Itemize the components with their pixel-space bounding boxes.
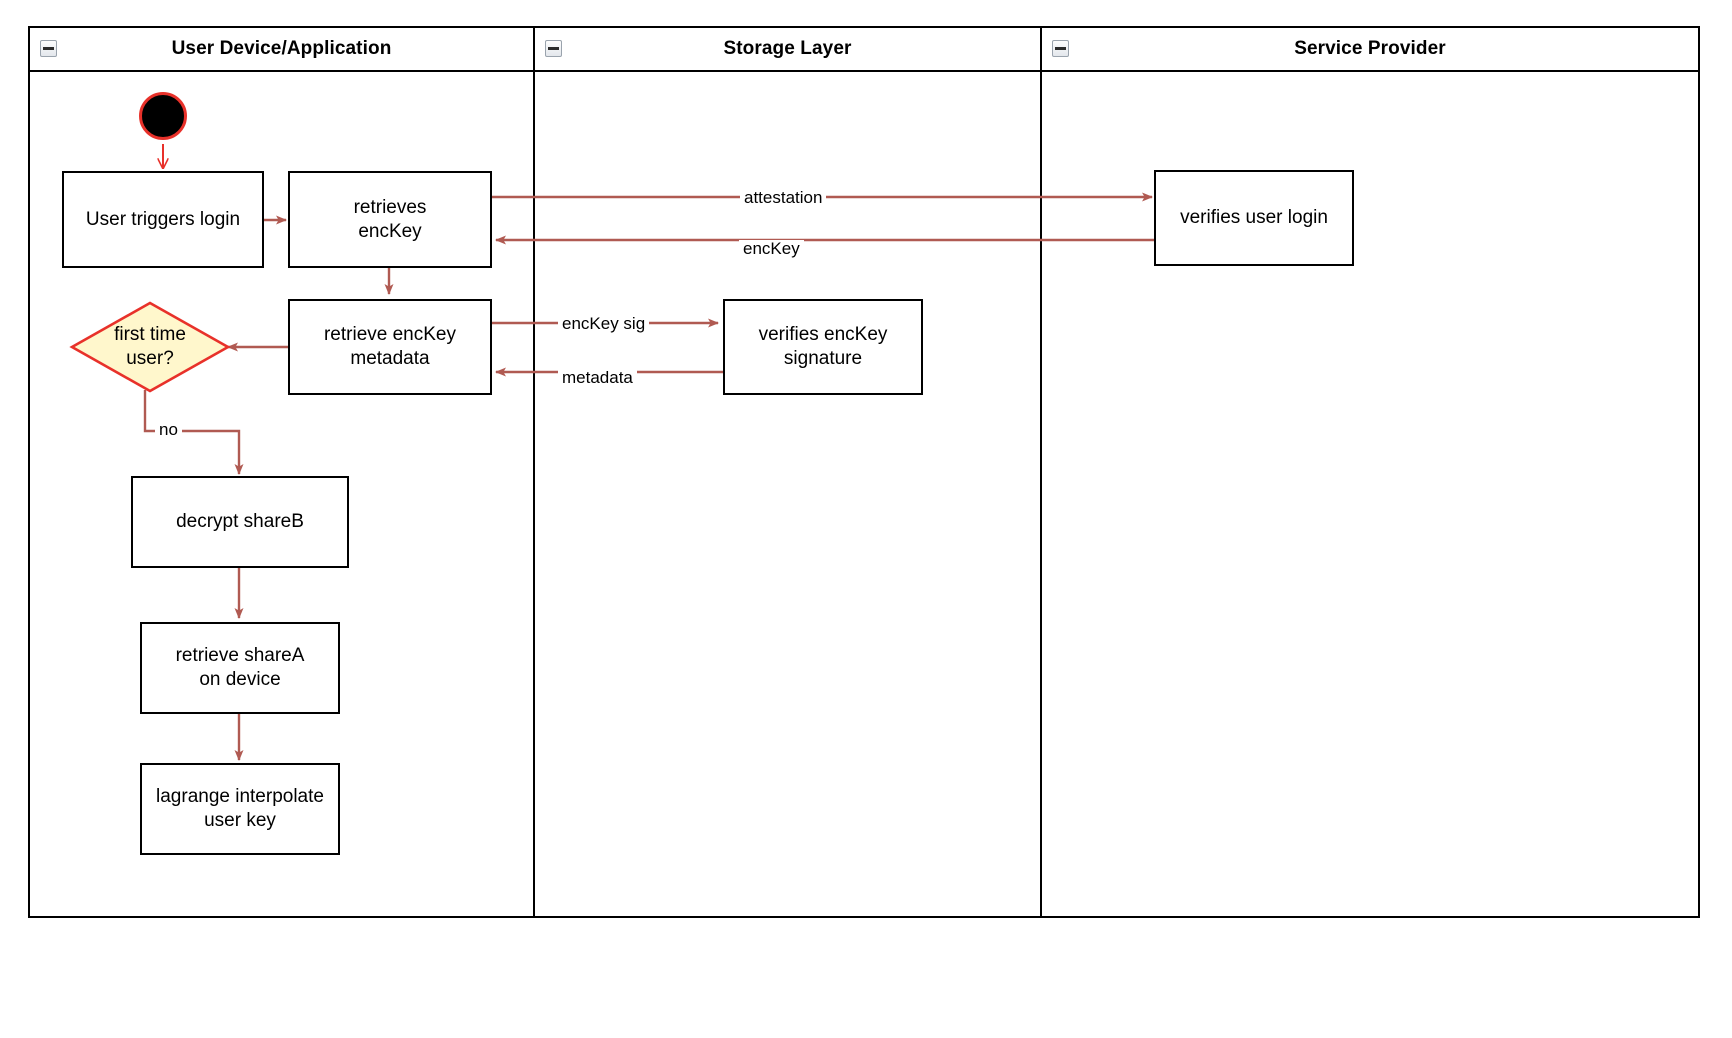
collapse-minus-icon[interactable]	[1052, 40, 1069, 57]
node-label-line1: lagrange interpolate	[156, 786, 324, 808]
node-lagrange-interpolate-user-key[interactable]: lagrange interpolate user key	[140, 763, 340, 855]
edge-label-attestation: attestation	[740, 189, 827, 206]
decision-label-line1: first time	[114, 324, 186, 346]
node-verifies-enckey-signature[interactable]: verifies encKey signature	[723, 299, 923, 395]
node-label-line1: retrieve encKey	[323, 324, 456, 346]
node-label: verifies user login	[1180, 207, 1328, 229]
node-label-line2: metadata	[350, 348, 430, 369]
start-node[interactable]	[139, 92, 187, 140]
node-verifies-user-login[interactable]: verifies user login	[1154, 170, 1354, 266]
edge-label-enckey-sig: encKey sig	[558, 315, 650, 332]
node-retrieve-enckey-metadata[interactable]: retrieve encKey metadata	[288, 299, 492, 395]
swimlane-title-user-device: User Device/Application	[171, 38, 392, 59]
node-label: decrypt shareB	[176, 511, 304, 533]
swimlane-header-user-device: User Device/Application	[30, 28, 533, 72]
swimlane-title-storage-layer: Storage Layer	[723, 38, 852, 59]
swimlane-title-service-provider: Service Provider	[1294, 38, 1446, 59]
node-label-line2: signature	[783, 348, 863, 369]
node-label-line1: retrieve shareA	[175, 645, 305, 667]
edge-label-enckey: encKey	[739, 240, 804, 257]
node-label-line2: on device	[199, 669, 281, 690]
swimlane-user-device[interactable]: User Device/Application	[30, 28, 533, 916]
edge-label-no: no	[155, 421, 182, 438]
swimlane-storage-layer[interactable]: Storage Layer	[533, 28, 1040, 916]
node-label-line2: user key	[204, 810, 276, 831]
edge-label-metadata: metadata	[558, 369, 637, 386]
node-retrieves-enckey[interactable]: retrieves encKey	[288, 171, 492, 268]
node-retrieve-sharea-on-device[interactable]: retrieve shareA on device	[140, 622, 340, 714]
node-label: User triggers login	[85, 208, 241, 230]
collapse-minus-icon[interactable]	[545, 40, 562, 57]
node-user-triggers-login[interactable]: User triggers login	[62, 171, 264, 268]
swimlane-header-storage-layer: Storage Layer	[535, 28, 1040, 72]
node-decrypt-shareb[interactable]: decrypt shareB	[131, 476, 349, 568]
decision-label: first time user?	[72, 303, 228, 391]
collapse-minus-icon[interactable]	[40, 40, 57, 57]
node-label-line2: encKey	[358, 220, 422, 242]
decision-label-line2: user?	[126, 348, 174, 369]
node-first-time-user[interactable]: first time user?	[72, 303, 228, 391]
swimlane-header-service-provider: Service Provider	[1042, 28, 1698, 72]
swimlane-service-provider[interactable]: Service Provider	[1040, 28, 1698, 916]
node-label-line1: retrieves	[353, 196, 427, 218]
node-label-line1: verifies encKey	[758, 324, 888, 346]
